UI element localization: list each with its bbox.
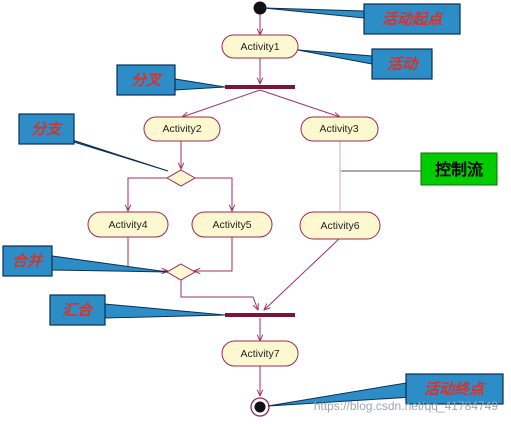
callout-merge: 合并 [2,245,169,277]
callout-branch-box [18,113,75,145]
flow-merge-to-join [180,280,258,310]
fork-bar [225,85,295,89]
end-node [250,397,270,417]
activity-2-label: Activity2 [162,123,201,135]
callout-end: 活动终点 [267,373,504,407]
activity-1-label: Activity1 [240,41,279,53]
activity-1-shape [221,34,299,59]
callout-start-box [363,3,461,35]
flow-activity4-to-merge [127,236,168,271]
callout-start-pointer [263,7,365,19]
activity-4: Activity4 [87,211,169,238]
callout-fork: 分叉 [116,64,226,96]
activity-2: Activity2 [143,116,221,142]
callout-activity-label: 活动 [387,55,419,73]
callout-merge-pointer [51,255,169,273]
join-bar [225,313,295,317]
start-node [253,1,267,15]
callout-branch-pointer [59,135,169,172]
callout-merge-label: 合并 [12,252,44,270]
callout-branch: 分支 [18,113,169,172]
activity-6-shape [299,211,381,240]
activity-6-label: Activity6 [320,220,359,232]
activity-3-shape [300,116,379,142]
flow-decision-to-activity5 [194,177,232,211]
activity-1: Activity1 [221,34,299,59]
callout-merge-box [2,245,53,277]
activity-5-shape [191,211,273,238]
activity-3: Activity3 [300,116,379,142]
callout-start-label: 活动起点 [382,10,444,28]
activity-5: Activity5 [191,211,273,238]
activity-5-label: Activity5 [212,219,251,231]
callout-end-label: 活动终点 [424,380,486,398]
flow-lines [128,14,340,396]
control-flow-label: 控制流 [435,160,483,179]
callout-start: 活动起点 [263,3,461,35]
control-flow-box [420,152,498,186]
flow-fork-to-activity3 [259,89,340,117]
callout-activity: 活动 [297,48,433,80]
callout-end-box [405,373,504,405]
callout-fork-pointer [174,78,226,91]
flow-decision-to-activity4 [128,177,169,211]
callout-fork-box [116,64,176,96]
activity-7-label: Activity7 [240,348,279,360]
callout-activity-pointer [297,49,373,65]
callout-join-pointer [104,303,226,319]
merge-node [165,263,197,281]
flow-activity6-to-join [264,237,341,310]
callout-activity-box [371,48,433,80]
decision-node [165,169,197,187]
callout-join-box [49,294,106,326]
activity-4-shape [87,211,169,238]
callout-join: 汇合 [49,294,226,326]
activity-2-shape [143,116,221,142]
activity-7-shape [221,340,299,367]
callout-branch-label: 分支 [31,120,63,138]
flow-fork-to-activity2 [182,89,261,117]
activity-4-label: Activity4 [108,219,147,231]
flow-activity5-to-merge [194,236,233,271]
activity-6: Activity6 [299,211,381,240]
control-flow-annotation: 控制流 [341,152,498,186]
activity-7: Activity7 [221,340,299,367]
callout-fork-label: 分叉 [131,71,163,89]
watermark: https://blog.csdn.net/qq_41784749 [314,399,498,413]
callout-join-label: 汇合 [62,301,94,319]
activity-3-label: Activity3 [319,123,358,135]
